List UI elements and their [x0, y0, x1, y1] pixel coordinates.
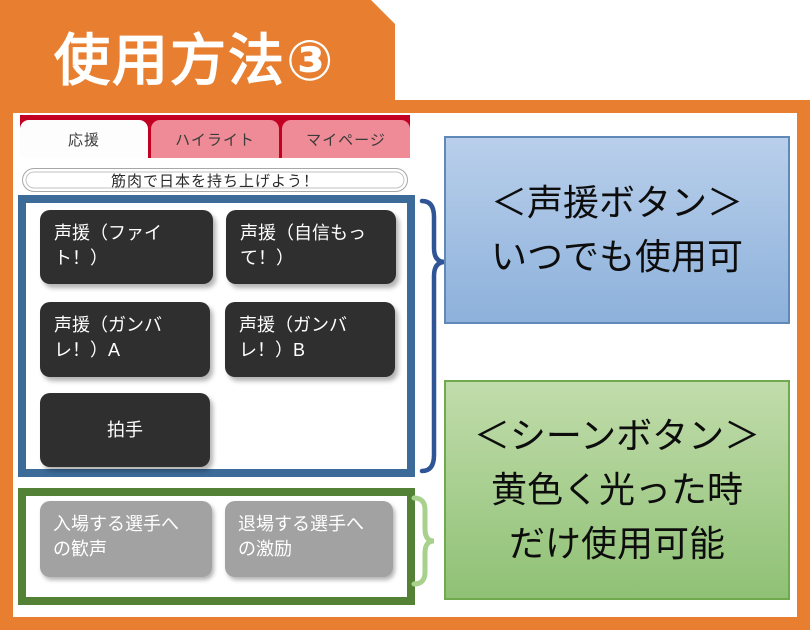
scene-note-line1: ＜シーンボタン＞ [473, 415, 761, 456]
cheer-brace-icon [419, 198, 446, 474]
scene-button-exit-encourage[interactable]: 退場する選手へ の激励 [225, 501, 393, 577]
cheer-button-clap[interactable]: 拍手 [40, 393, 210, 467]
page-title: 使用方法③ [54, 29, 336, 92]
scene-brace-icon [411, 495, 435, 587]
title-plate [0, 0, 395, 113]
tab-bar: 応援 ハイライト マイページ [20, 115, 410, 158]
scene-button-entry-cheer[interactable]: 入場する選手へ の歓声 [40, 501, 212, 577]
tab-cheer-label: 応援 [67, 131, 100, 149]
tab-mypage[interactable]: マイページ [282, 120, 410, 158]
slogan-banner: 筋肉で日本を持ち上げよう！ [22, 168, 408, 192]
cheer-button-fight[interactable]: 声援（ファイ ト！） [40, 210, 213, 284]
cheer-button-ganbare-b[interactable]: 声援（ガンバ レ！）B [225, 302, 395, 377]
slogan-banner-text: 筋肉で日本を持ち上げよう！ [110, 172, 319, 190]
scene-note: ＜シーンボタン＞ 黄色く光った時 だけ使用可能 [444, 380, 790, 600]
cheer-button-confidence[interactable]: 声援（自信もっ て！） [226, 210, 396, 284]
tab-mypage-label: マイページ [306, 131, 386, 149]
scene-note-line2: 黄色く光った時 [490, 469, 743, 510]
cheer-button-ganbare-a[interactable]: 声援（ガンバ レ！）A [40, 302, 210, 377]
cheer-zone-outline [18, 195, 415, 477]
scene-zone-outline [18, 488, 415, 605]
tab-highlight[interactable]: ハイライト [151, 120, 279, 158]
cheer-note-line2: いつでも使用可 [490, 236, 743, 277]
tab-highlight-label: ハイライト [175, 131, 255, 149]
tab-cheer[interactable]: 応援 [20, 120, 148, 158]
cheer-note-line1: ＜声援ボタン＞ [490, 182, 743, 223]
cheer-note: ＜声援ボタン＞ いつでも使用可 [444, 136, 790, 324]
scene-note-line3: だけ使用可能 [508, 523, 725, 564]
